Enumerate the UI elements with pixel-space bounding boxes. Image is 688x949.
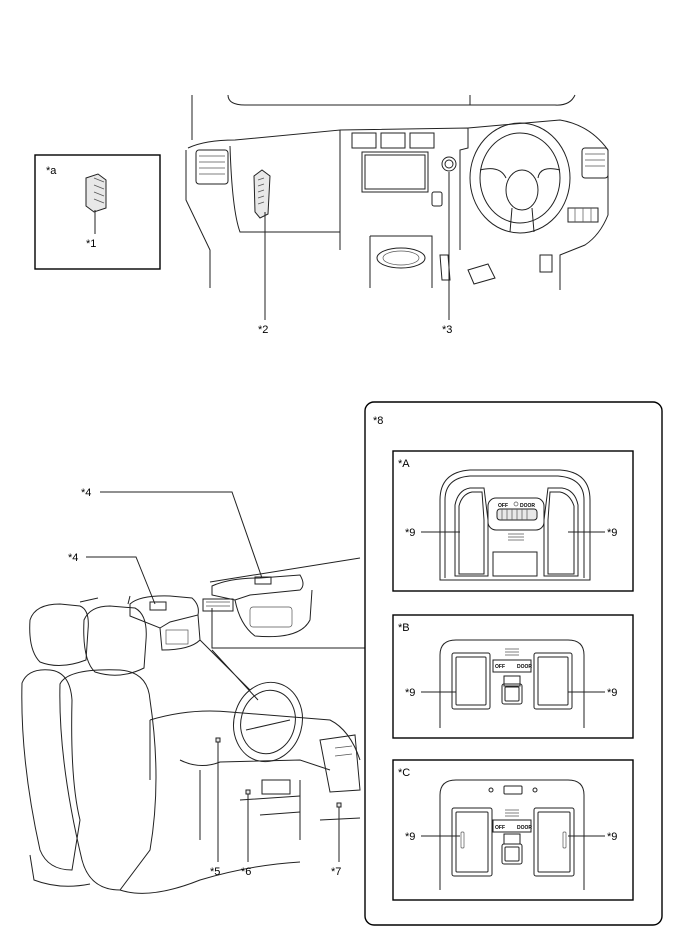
label-9-b-left: *9 [405, 687, 415, 699]
label-a: *a [46, 165, 57, 177]
switch-b-door-text: DOOR [517, 664, 532, 670]
label-4-upper: *4 [81, 487, 91, 499]
inset-a-panel [34, 154, 161, 270]
label-9-b-right: *9 [607, 687, 617, 699]
interior-illustration [21, 557, 361, 894]
label-A: *A [398, 458, 410, 470]
leader-8 [211, 608, 365, 649]
component-7-dot [336, 802, 342, 808]
variant-a-map-light [439, 469, 591, 581]
component-5-dot [215, 737, 221, 743]
label-4-lower: *4 [68, 552, 78, 564]
label-9-c-left: *9 [405, 831, 415, 843]
leader-4b [100, 491, 263, 579]
variant-b-map-light [439, 639, 585, 728]
switch-b-off-text: OFF [495, 664, 505, 670]
variant-c-map-light [439, 779, 585, 890]
component-6-dot [245, 789, 251, 795]
label-6: *6 [241, 866, 251, 878]
switch-a-off-text: OFF [498, 503, 508, 509]
switch-c-door-text: DOOR [517, 825, 532, 831]
label-3: *3 [442, 324, 452, 336]
label-7: *7 [331, 866, 341, 878]
variant-c-panel [392, 759, 634, 901]
label-C: *C [398, 767, 410, 779]
label-8: *8 [373, 415, 383, 427]
leader-4a [86, 556, 156, 605]
label-9-c-right: *9 [607, 831, 617, 843]
variant-a-panel [392, 450, 634, 592]
switch-c-off-text: OFF [495, 825, 505, 831]
label-9-a-right: *9 [607, 527, 617, 539]
label-B: *B [398, 622, 410, 634]
label-9-a-left: *9 [405, 527, 415, 539]
switch-a-door-text: DOOR [520, 503, 535, 509]
label-5: *5 [210, 866, 220, 878]
component-2-module [253, 169, 271, 219]
dashboard-illustration [185, 94, 609, 290]
label-2: *2 [258, 324, 268, 336]
label-1: *1 [86, 238, 96, 250]
